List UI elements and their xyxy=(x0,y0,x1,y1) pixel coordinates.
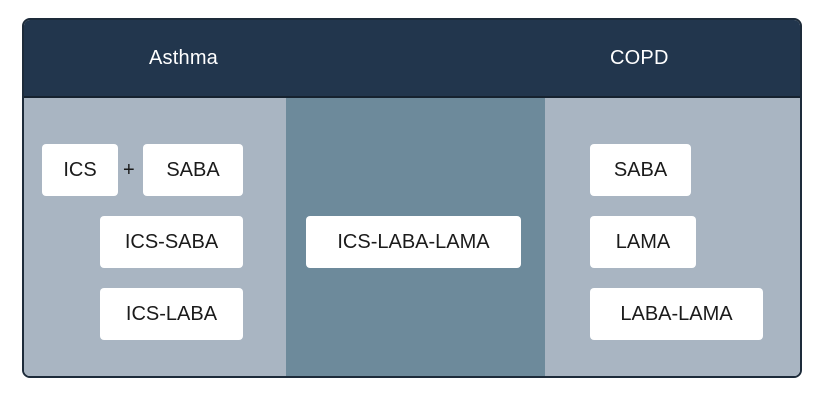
header-copd: COPD xyxy=(610,47,669,69)
box-ics-laba: ICS-LABA xyxy=(100,288,243,340)
box-laba-lama: LABA-LAMA xyxy=(590,288,763,340)
overlap-panel: ICS-LABA-LAMA xyxy=(286,98,545,376)
copd-panel: SABA LAMA LABA-LAMA xyxy=(545,98,800,376)
box-lama: LAMA xyxy=(590,216,696,268)
box-saba-asthma: SABA xyxy=(143,144,243,196)
comparison-diagram: Asthma COPD ICS + SABA ICS-SABA ICS-LABA… xyxy=(22,18,802,378)
box-ics: ICS xyxy=(42,144,118,196)
box-ics-laba-lama: ICS-LABA-LAMA xyxy=(306,216,521,268)
plus-sign: + xyxy=(123,159,135,181)
asthma-panel: ICS + SABA ICS-SABA ICS-LABA xyxy=(24,98,286,376)
box-ics-saba: ICS-SABA xyxy=(100,216,243,268)
diagram-header: Asthma COPD xyxy=(24,20,800,98)
header-asthma: Asthma xyxy=(149,47,219,69)
box-saba-copd: SABA xyxy=(590,144,691,196)
